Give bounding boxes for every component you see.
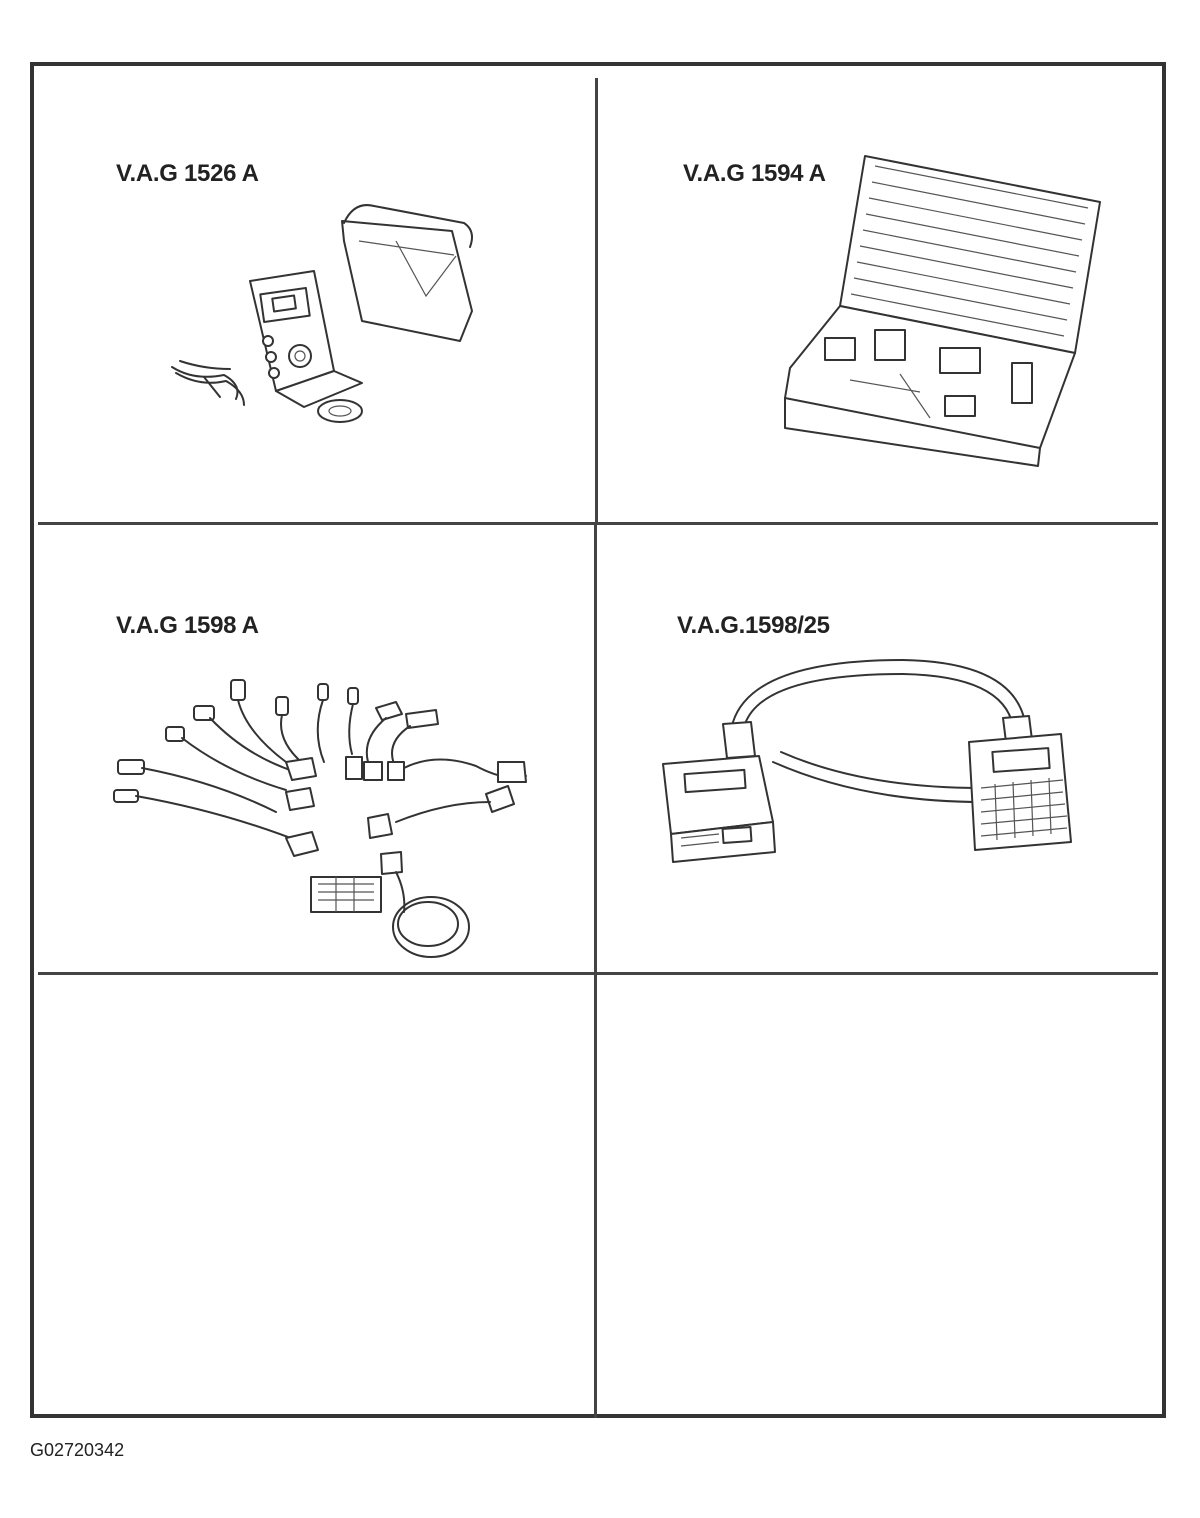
tool-grid-frame: V.A.G 1526 A V.A.G 1594 A bbox=[30, 62, 1166, 1418]
adapter-cable-set-illustration bbox=[113, 679, 527, 958]
tool-label: V.A.G.1598/25 bbox=[677, 612, 830, 639]
tool-cell-2: V.A.G 1594 A bbox=[595, 66, 1158, 522]
figure-id: G02720342 bbox=[30, 1440, 125, 1460]
grid-divider-horizontal-1 bbox=[38, 522, 1158, 525]
tool-label: V.A.G 1594 A bbox=[683, 160, 826, 187]
tool-cell-5-empty bbox=[34, 972, 594, 1418]
multimeter-with-case-illustration bbox=[171, 204, 473, 423]
tool-cell-4: V.A.G.1598/25 bbox=[595, 522, 1158, 972]
grid-divider-horizontal-2 bbox=[38, 972, 1158, 975]
adapter-set-case-illustration bbox=[784, 155, 1101, 467]
tool-cell-3: V.A.G 1598 A bbox=[34, 522, 595, 972]
tool-cell-6-empty bbox=[594, 972, 1158, 1418]
grid-divider-vertical-bottom bbox=[594, 522, 597, 1418]
connector-cable-illustration bbox=[662, 659, 1072, 863]
tool-label: V.A.G 1598 A bbox=[116, 612, 259, 639]
tool-label: V.A.G 1526 A bbox=[116, 160, 259, 187]
tool-cell-1: V.A.G 1526 A bbox=[34, 66, 595, 522]
grid-divider-vertical-top bbox=[595, 78, 598, 522]
